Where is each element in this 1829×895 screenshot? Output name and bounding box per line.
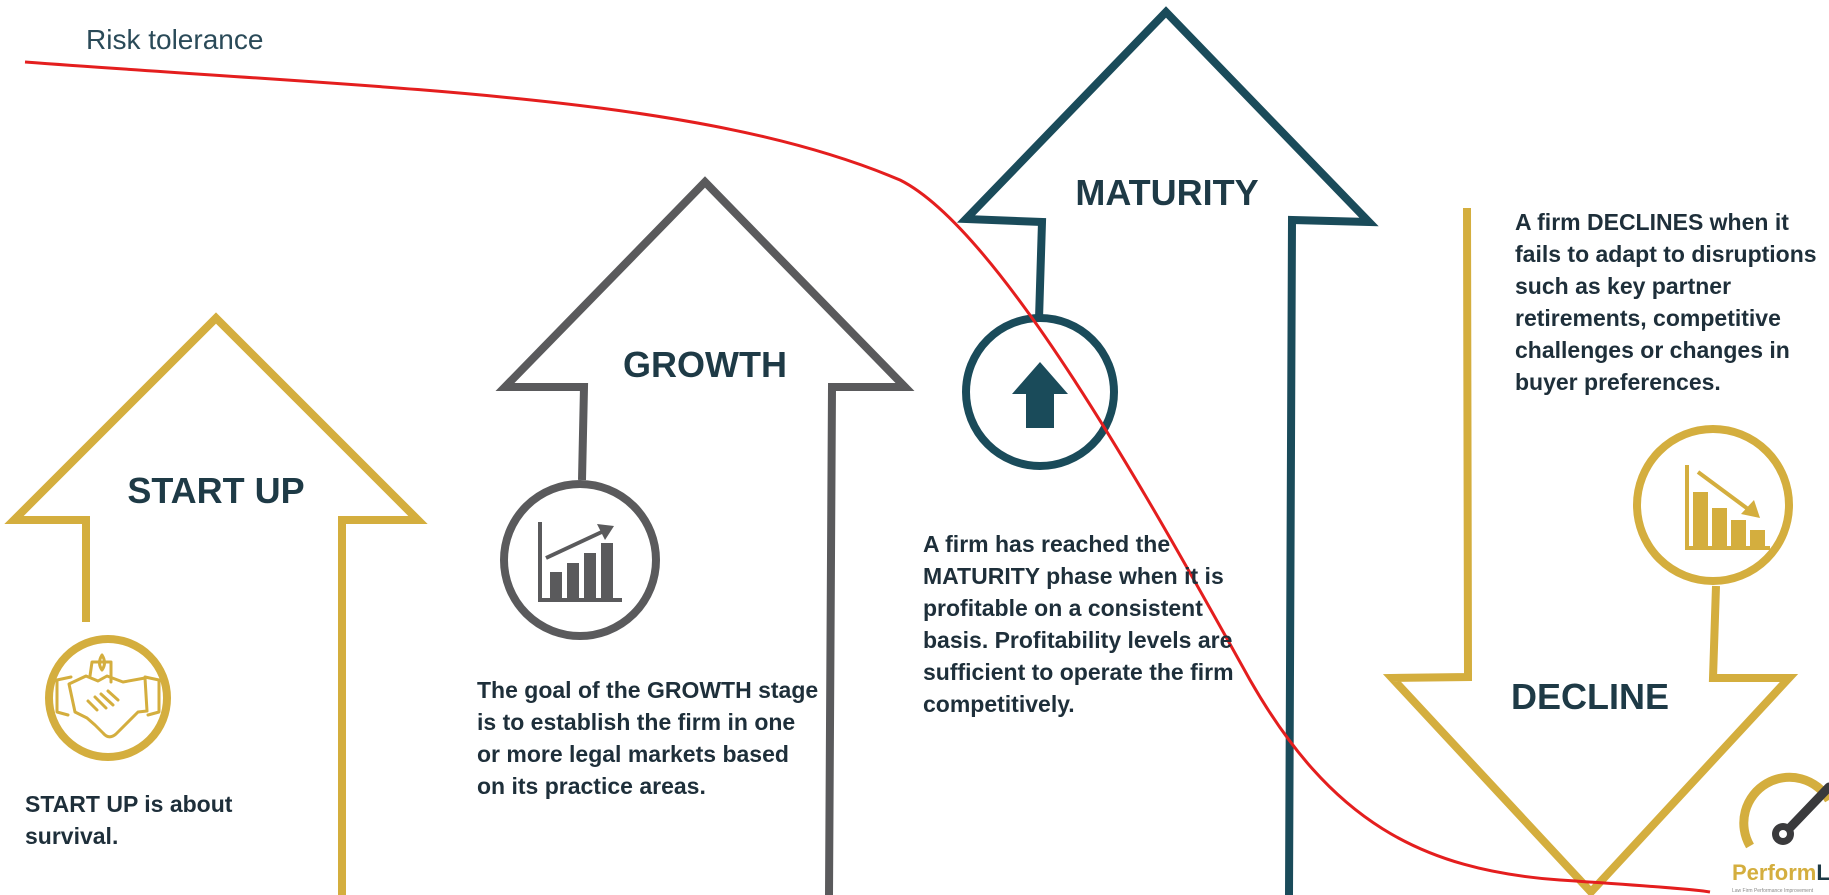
logo-tagline: Law Firm Performance Improvement bbox=[1732, 888, 1814, 894]
growth-icon-circle bbox=[500, 480, 660, 640]
arrow-up-icon bbox=[1012, 362, 1068, 428]
startup-description: START UP is about survival. bbox=[25, 791, 233, 849]
maturity-title: MATURITY bbox=[1075, 172, 1259, 213]
bar-chart-up-icon bbox=[538, 522, 622, 602]
growth-description: The goal of the GROWTH stage is to estab… bbox=[477, 677, 819, 799]
bar-chart-down-icon bbox=[1685, 465, 1770, 550]
maturity-description: A firm has reached the MATURITY phase wh… bbox=[923, 531, 1234, 717]
startup-title: START UP bbox=[127, 470, 305, 511]
risk-tolerance-label: Risk tolerance bbox=[86, 24, 264, 55]
logo-gauge-icon bbox=[1739, 772, 1829, 849]
handshake-icon bbox=[55, 653, 161, 739]
risk-tolerance-curve bbox=[24, 60, 1711, 894]
startup-icon-circle bbox=[45, 635, 171, 761]
growth-arrow bbox=[495, 176, 915, 895]
decline-icon-circle bbox=[1633, 425, 1793, 585]
startup-arrow bbox=[4, 312, 428, 895]
logo-name-prefix: Perform bbox=[1732, 860, 1816, 885]
decline-description: A firm DECLINES when it fails to adapt t… bbox=[1515, 209, 1817, 395]
logo-name-suffix: L bbox=[1816, 860, 1829, 885]
logo-text: PerformL bbox=[1732, 860, 1829, 885]
decline-arrow bbox=[1382, 207, 1799, 895]
growth-title: GROWTH bbox=[623, 344, 787, 385]
maturity-arrow bbox=[956, 6, 1379, 895]
decline-title: DECLINE bbox=[1510, 676, 1669, 717]
